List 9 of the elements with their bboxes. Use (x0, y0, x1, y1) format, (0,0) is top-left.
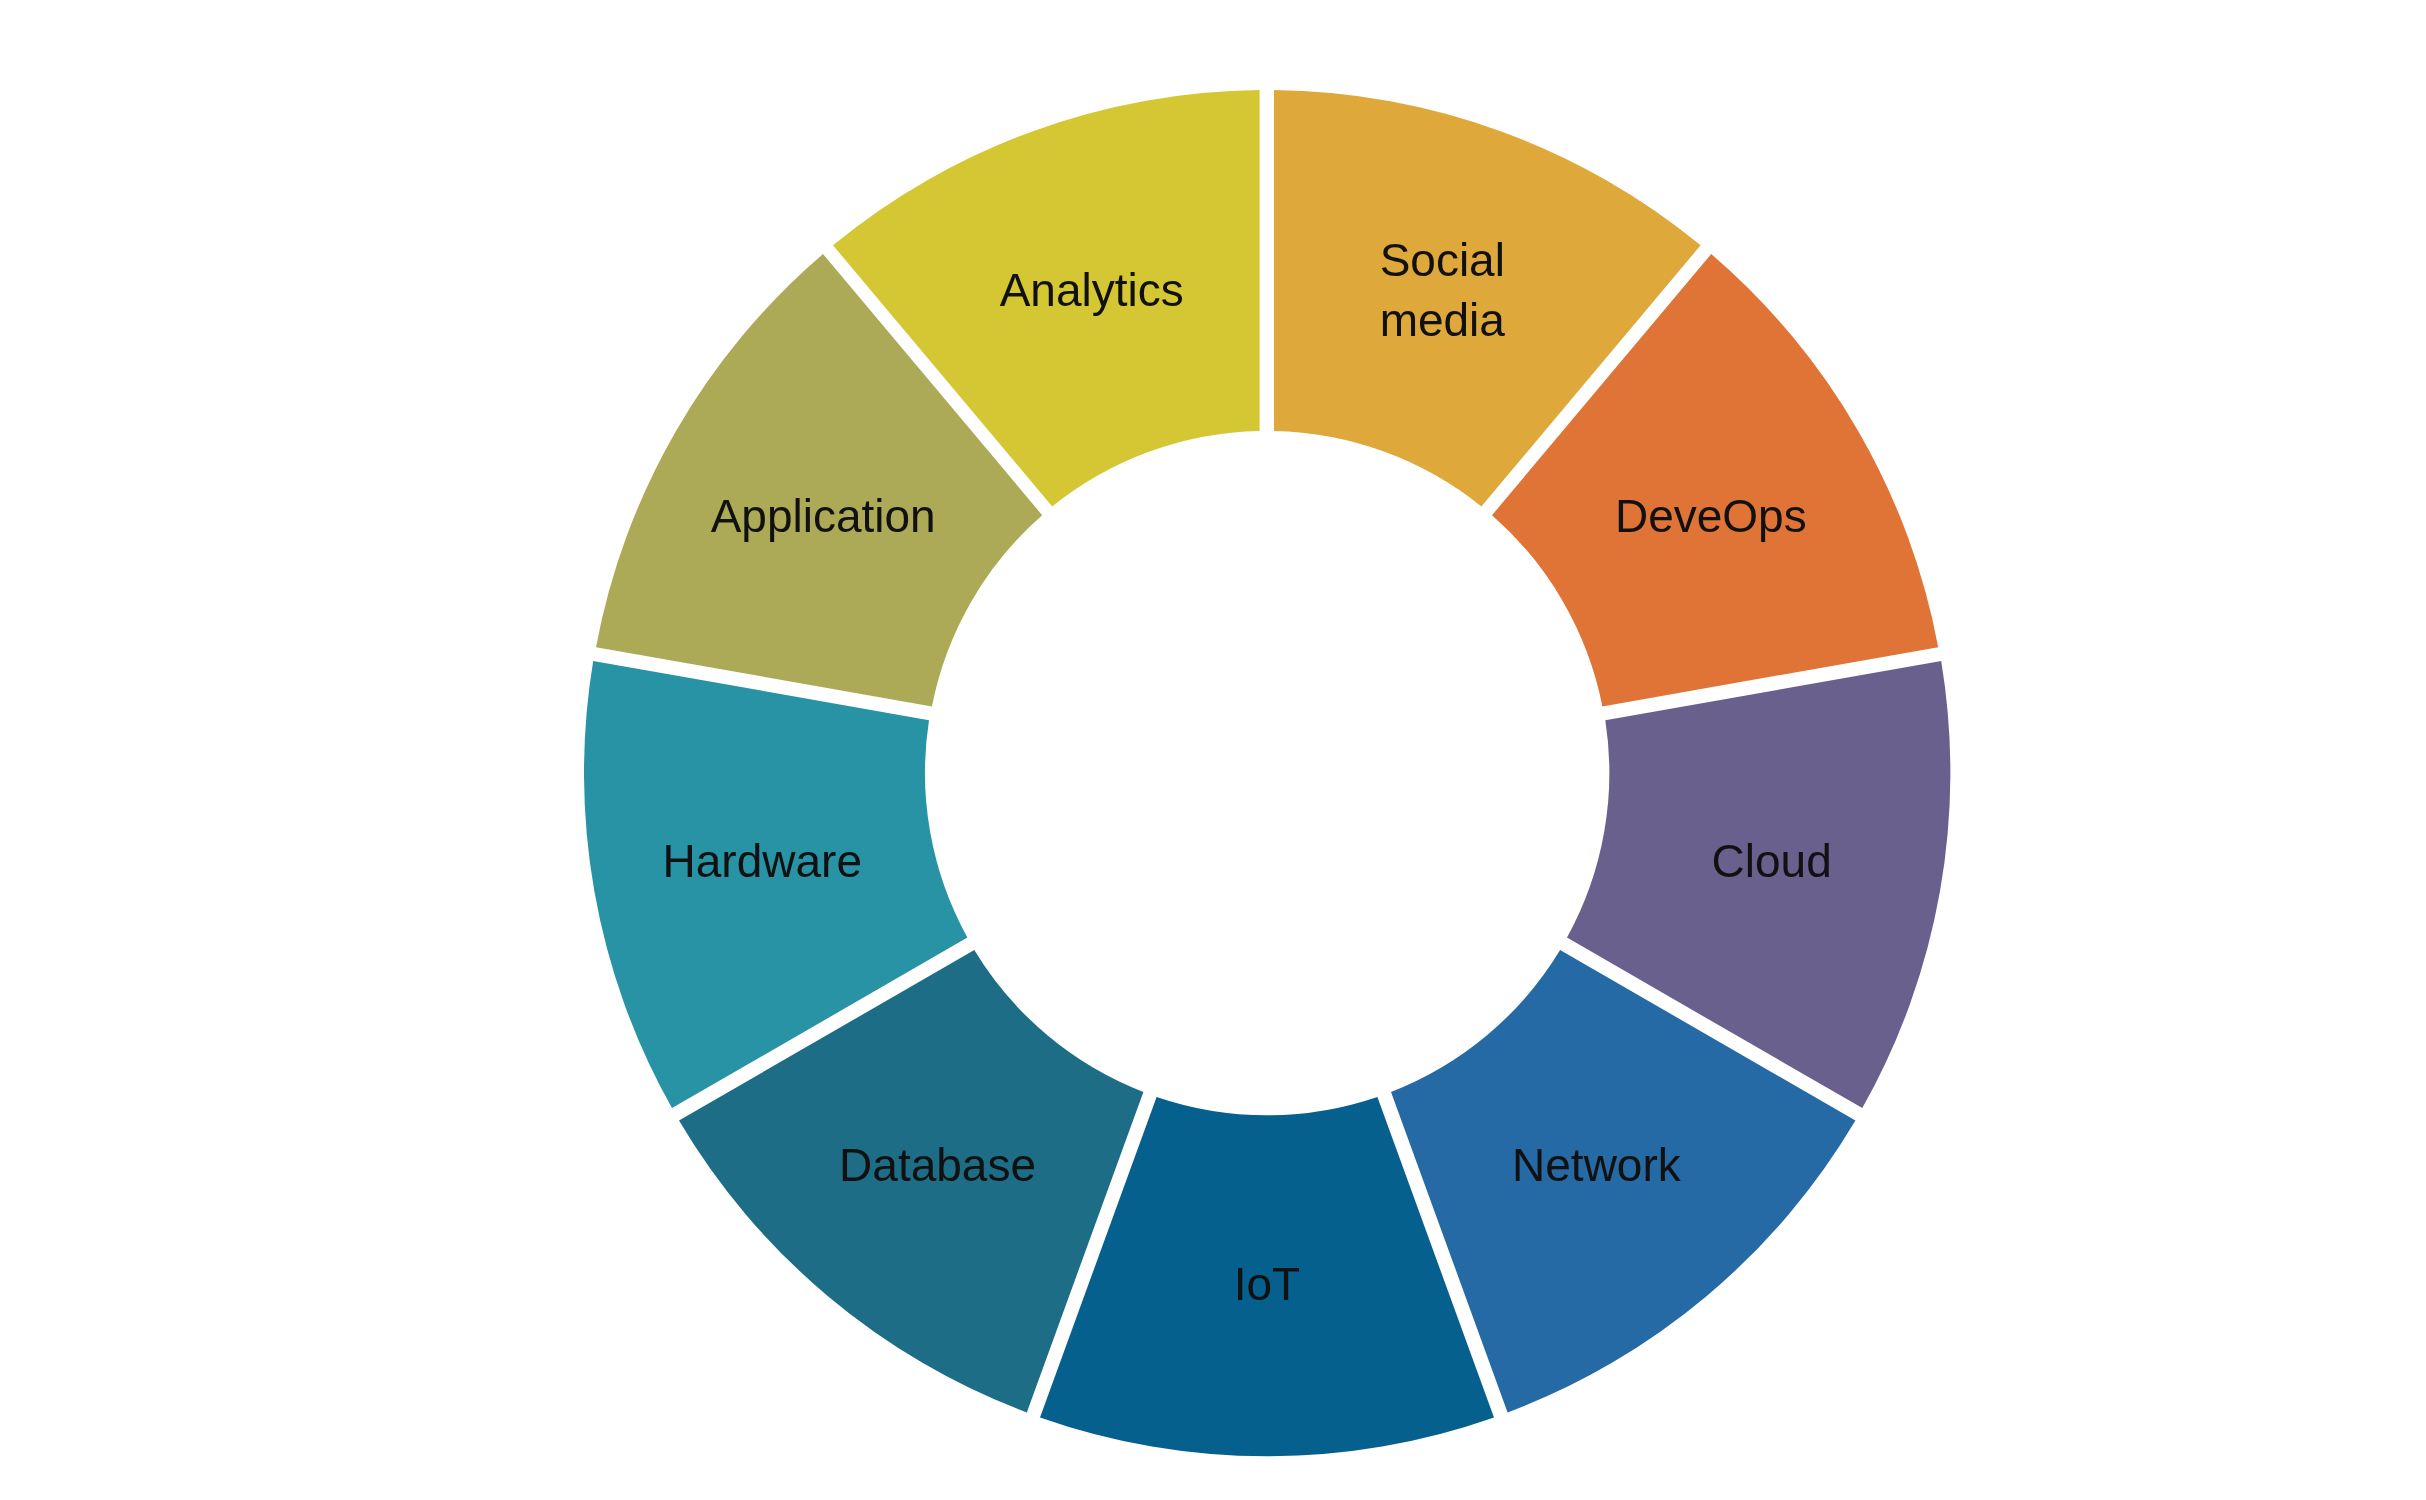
segment-label: IoT (1233, 1257, 1301, 1313)
segment-label: DeveOps (1614, 488, 1807, 544)
segment-label: Application (710, 488, 936, 544)
segment-label: Database (839, 1137, 1036, 1193)
segment-label: Network (1512, 1137, 1681, 1193)
segment-label: Social media (1378, 233, 1506, 349)
segment-label: Analytics (999, 263, 1184, 319)
segment-label: Cloud (1711, 834, 1832, 890)
segment-label: Hardware (662, 834, 862, 890)
